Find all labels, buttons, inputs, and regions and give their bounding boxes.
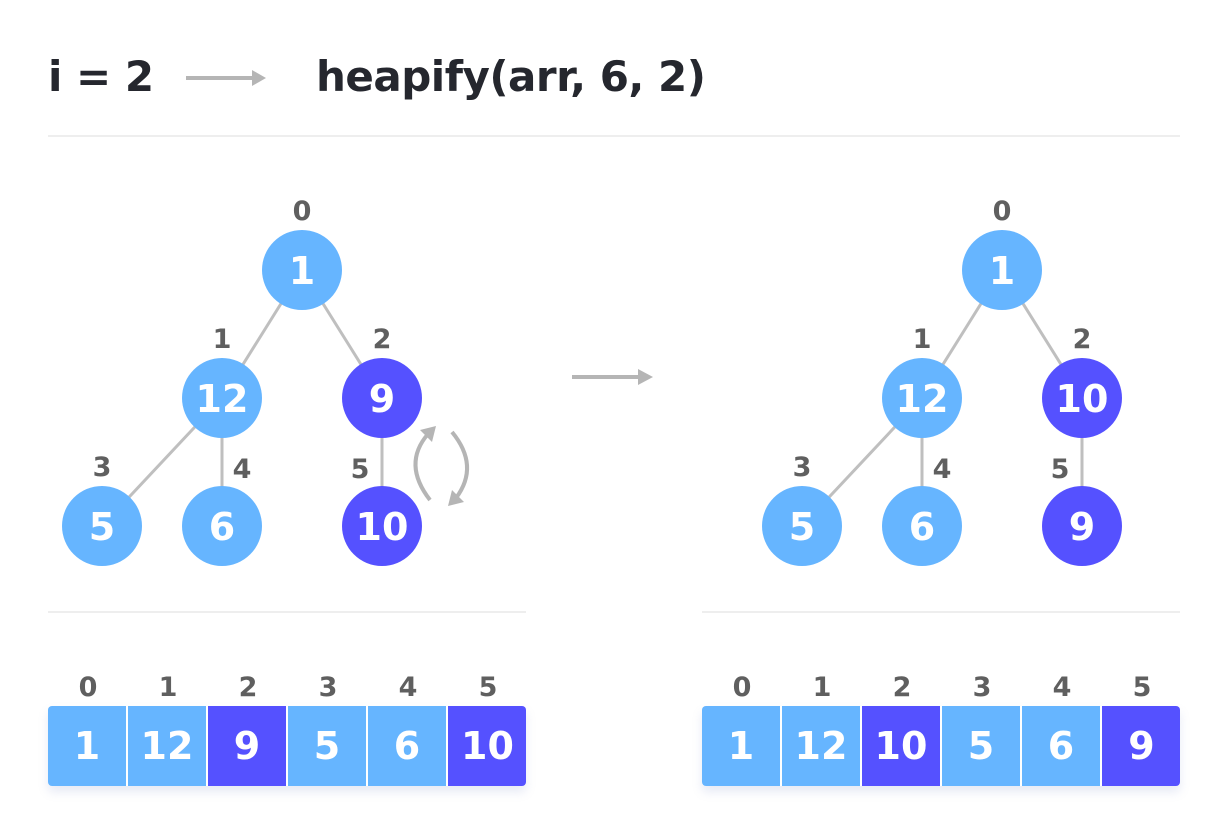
array-cell: 6 <box>368 706 447 786</box>
array-cell: 1 <box>702 706 781 786</box>
loop-index-label: i = 2 <box>48 52 154 101</box>
tree-node-index: 0 <box>293 196 312 227</box>
tree-node-index: 0 <box>993 196 1012 227</box>
tree-node-value: 5 <box>789 505 815 549</box>
array-index-label: 5 <box>1132 672 1152 703</box>
tree-node-value: 1 <box>289 249 315 293</box>
heapify-call-label: heapify(arr, 6, 2) <box>316 52 706 101</box>
tree-node-value: 1 <box>989 249 1015 293</box>
tree-node-0 <box>262 230 342 310</box>
array-index-label: 4 <box>398 672 418 703</box>
array-cell: 12 <box>782 706 861 786</box>
array-cell: 1 <box>48 706 127 786</box>
tree-node-value: 9 <box>369 377 395 421</box>
array-index-label: 0 <box>732 672 752 703</box>
array-index-label: 5 <box>478 672 498 703</box>
tree-node-5 <box>1042 486 1122 566</box>
tree-node-index: 2 <box>1073 324 1092 355</box>
tree-node-index: 4 <box>233 454 252 485</box>
tree-node-value: 5 <box>89 505 115 549</box>
tree-node-value: 10 <box>1056 377 1109 421</box>
tree-node-index: 3 <box>93 452 112 483</box>
tree-node-4 <box>882 486 962 566</box>
array-cell: 10 <box>448 706 526 786</box>
tree-node-index: 1 <box>213 324 232 355</box>
tree-node-2 <box>342 358 422 438</box>
tree-node-1 <box>182 358 262 438</box>
tree-node-index: 4 <box>933 454 952 485</box>
array-index-label: 3 <box>972 672 992 703</box>
tree-node-value: 10 <box>356 505 409 549</box>
tree-node-3 <box>62 486 142 566</box>
tree-node-value: 9 <box>1069 505 1095 549</box>
array-index-label: 1 <box>158 672 178 703</box>
tree-node-index: 5 <box>351 454 370 485</box>
tree-node-index: 2 <box>373 324 392 355</box>
array-index-label: 2 <box>892 672 912 703</box>
array-cell: 5 <box>942 706 1021 786</box>
tree-node-index: 5 <box>1051 454 1070 485</box>
array-index-label: 3 <box>318 672 338 703</box>
array-cell: 12 <box>128 706 207 786</box>
tree-node-4 <box>182 486 262 566</box>
array-cell: 9 <box>208 706 287 786</box>
header-arrow-icon <box>186 70 266 86</box>
tree-node-index: 1 <box>913 324 932 355</box>
tree-node-2 <box>1042 358 1122 438</box>
array-index-label: 0 <box>78 672 98 703</box>
swap-arrows-icon <box>413 426 470 506</box>
tree-node-value: 6 <box>909 505 935 549</box>
tree-node-value: 12 <box>196 377 249 421</box>
tree-node-index: 3 <box>793 452 812 483</box>
array-cell: 6 <box>1022 706 1101 786</box>
tree-node-0 <box>962 230 1042 310</box>
tree-node-3 <box>762 486 842 566</box>
transition-arrow-icon <box>572 369 653 385</box>
tree-node-value: 12 <box>896 377 949 421</box>
tree-node-value: 6 <box>209 505 235 549</box>
tree-node-5 <box>342 486 422 566</box>
tree-node-1 <box>882 358 962 438</box>
array-cell: 5 <box>288 706 367 786</box>
array-index-label: 4 <box>1052 672 1072 703</box>
array-index-label: 1 <box>812 672 832 703</box>
array-cell: 9 <box>1102 706 1180 786</box>
array-index-label: 2 <box>238 672 258 703</box>
array-cell: 10 <box>862 706 941 786</box>
